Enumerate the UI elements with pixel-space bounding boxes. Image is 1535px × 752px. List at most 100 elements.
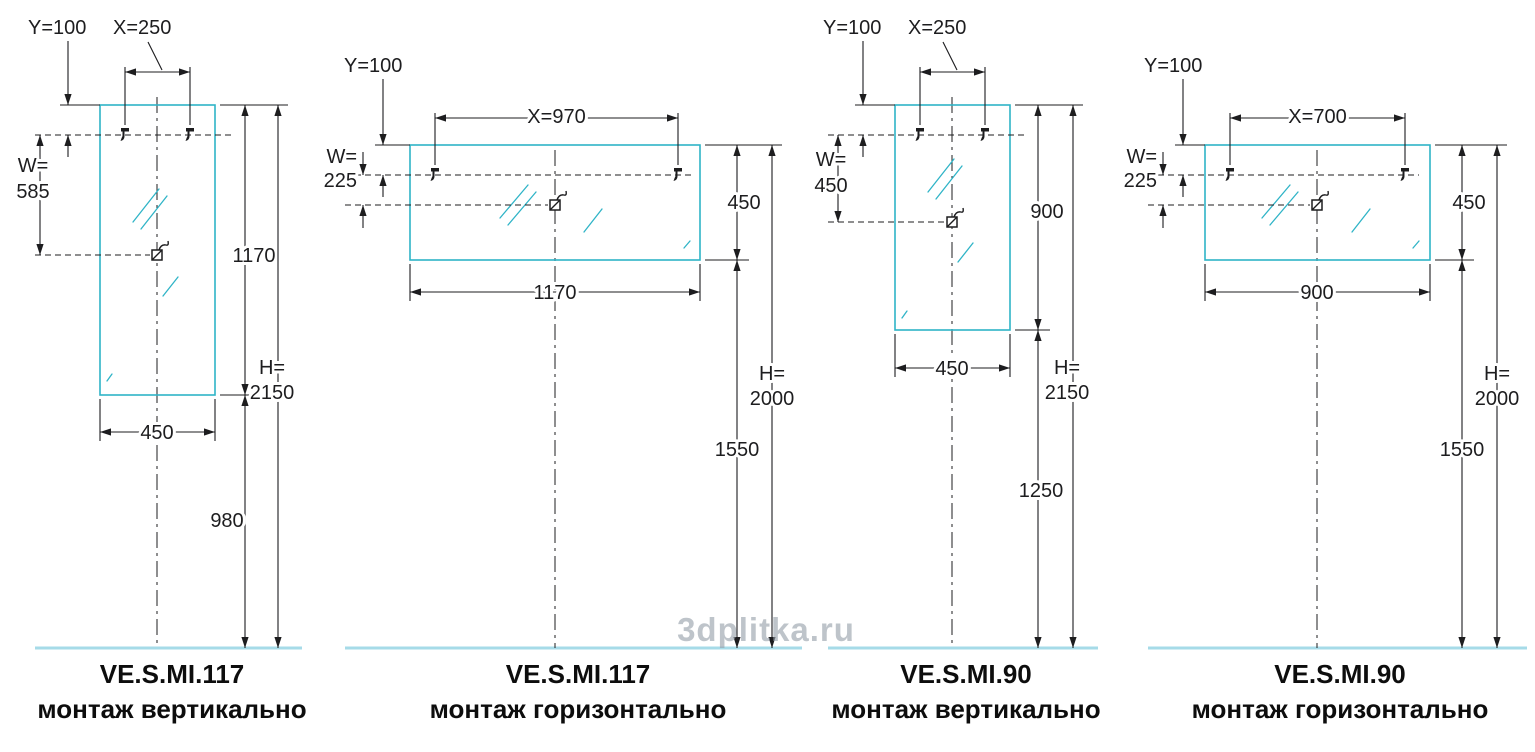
leader-line [147, 41, 163, 71]
mount-label: монтаж горизонтально [430, 694, 727, 724]
arrowhead-icon [1069, 105, 1077, 116]
arrowhead-icon [274, 105, 282, 116]
arrowhead-icon [179, 68, 190, 76]
arrowhead-icon [241, 395, 249, 406]
arrowhead-icon [733, 260, 741, 271]
reflection-mark [132, 188, 160, 223]
reflection-mark [957, 242, 974, 263]
wall-hook-icon [185, 128, 194, 141]
reflection-mark [1351, 208, 1371, 233]
hook-spacing-label: X=250 [908, 17, 966, 39]
reflection-mark [140, 195, 168, 230]
wall-hook-icon [430, 168, 439, 181]
power-cable-icon [151, 240, 169, 261]
arrowhead-icon [1394, 114, 1405, 122]
watermark: 3dplitka.ru [677, 611, 855, 648]
reflection-mark [106, 373, 113, 382]
arrowhead-icon [834, 211, 842, 222]
y-offset-label: Y=100 [28, 17, 86, 39]
arrowhead-icon [768, 637, 776, 648]
overall-height-value-label: 2000 [750, 388, 795, 410]
reflection-mark [507, 191, 537, 226]
arrowhead-icon [359, 164, 367, 175]
w-label: W= [18, 155, 49, 177]
panel-4-h: Y=100X=700W=2254501550H=2000900VE.S.MI.9… [1121, 52, 1527, 726]
overall-height-label: H= [1484, 363, 1510, 385]
overall-height-label: H= [259, 357, 285, 379]
arrowhead-icon [1034, 637, 1042, 648]
arrowhead-icon [241, 105, 249, 116]
w-label: W= [326, 146, 357, 168]
arrowhead-icon [36, 244, 44, 255]
arrowhead-icon [1230, 114, 1241, 122]
arrowhead-icon [241, 384, 249, 395]
below-mirror-label: 1550 [715, 439, 760, 461]
arrowhead-icon [274, 637, 282, 648]
w-label: W= [816, 149, 847, 171]
mirror-outline [409, 144, 701, 261]
arrowhead-icon [974, 68, 985, 76]
overall-height-value-label: 2150 [250, 382, 295, 404]
wall-hook-icon [915, 128, 924, 141]
mirror-outline [99, 104, 216, 396]
arrowhead-icon [125, 68, 136, 76]
mirror-width-label: 450 [935, 358, 968, 380]
below-mirror-label: 1250 [1019, 480, 1064, 502]
reflection-mark [927, 158, 955, 193]
mirror-height-label: 450 [727, 192, 760, 214]
arrowhead-icon [1159, 164, 1167, 175]
reflection-mark [499, 184, 529, 219]
arrowhead-icon [1458, 249, 1466, 260]
power-cable-icon [946, 207, 964, 228]
wall-hook-icon [120, 128, 129, 141]
reflection-mark [1261, 184, 1291, 219]
y-offset-label: Y=100 [1144, 55, 1202, 77]
arrowhead-icon [100, 428, 111, 436]
arrowhead-icon [379, 175, 387, 186]
arrowhead-icon [689, 288, 700, 296]
arrowhead-icon [1205, 288, 1216, 296]
arrowhead-icon [1034, 319, 1042, 330]
wall-hook-icon [1400, 168, 1409, 181]
model-label: VE.S.MI.90 [900, 659, 1032, 689]
arrowhead-icon [859, 135, 867, 146]
power-cable-icon [1311, 190, 1329, 211]
overall-height-value-label: 2150 [1045, 382, 1090, 404]
model-label: VE.S.MI.117 [100, 659, 245, 689]
mirror-height-label: 450 [1452, 192, 1485, 214]
arrowhead-icon [1034, 330, 1042, 341]
arrowhead-icon [435, 114, 446, 122]
w-value-label: 225 [324, 170, 357, 192]
arrowhead-icon [1458, 637, 1466, 648]
power-cable-icon [549, 190, 567, 211]
arrowhead-icon [36, 135, 44, 146]
arrowhead-icon [920, 68, 931, 76]
arrowhead-icon [64, 94, 72, 105]
mirror-width-label: 450 [140, 422, 173, 444]
mirror-outline [1204, 144, 1431, 261]
y-offset-label: Y=100 [344, 55, 402, 77]
model-label: VE.S.MI.90 [1274, 659, 1406, 689]
arrowhead-icon [733, 145, 741, 156]
w-value-label: 450 [814, 175, 847, 197]
reflection-mark [583, 208, 603, 233]
reflection-mark [683, 240, 691, 249]
hook-spacing-label: X=970 [527, 106, 585, 128]
arrowhead-icon [379, 134, 387, 145]
hook-spacing-label: X=250 [113, 17, 171, 39]
arrowhead-icon [1458, 260, 1466, 271]
arrowhead-icon [1458, 145, 1466, 156]
leader-line [942, 41, 958, 71]
arrowhead-icon [895, 364, 906, 372]
y-offset-label: Y=100 [823, 17, 881, 39]
wall-hook-icon [1225, 168, 1234, 181]
arrowhead-icon [241, 637, 249, 648]
panel-2-h: Y=100X=970W=2254501550H=20001170VE.S.MI.… [321, 52, 802, 726]
overall-height-label: H= [759, 363, 785, 385]
overall-height-value-label: 2000 [1475, 388, 1520, 410]
reflection-mark [1269, 191, 1299, 226]
arrowhead-icon [1069, 637, 1077, 648]
arrowhead-icon [359, 205, 367, 216]
